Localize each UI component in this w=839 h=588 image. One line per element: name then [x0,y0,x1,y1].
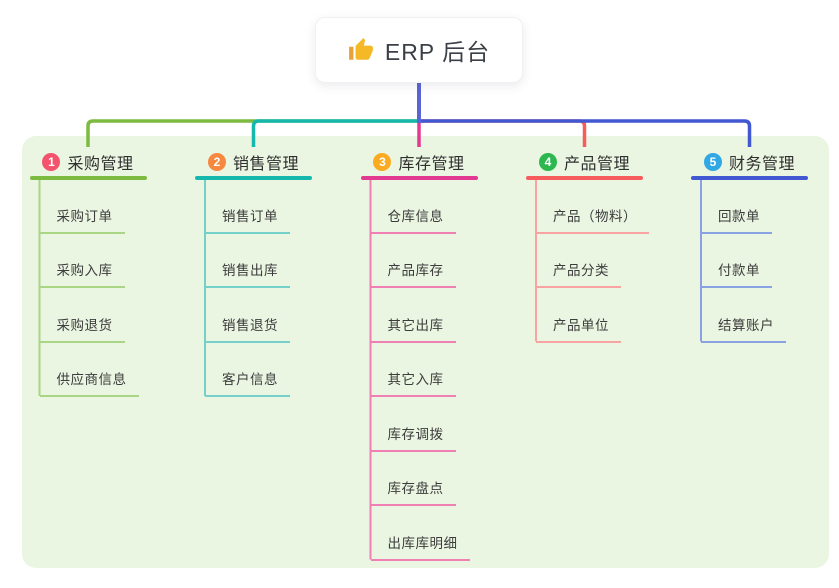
child-node-label: 销售退货 [222,317,278,333]
branch-title-3[interactable]: 4 产品管理 [526,150,643,174]
branch-title-underline [29,176,147,180]
child-node-label: 销售出库 [222,263,278,278]
child-node[interactable]: 产品（物料） [536,201,649,234]
branch-number-badge: 2 [207,153,226,171]
child-node-label: 库存调拨 [387,426,444,442]
child-node-label: 回款单 [718,208,760,224]
child-node[interactable]: 销售出库 [205,255,290,288]
child-node[interactable]: 仓库信息 [370,201,456,234]
child-node-label: 采购订单 [56,208,113,224]
child-node-label: 仓库信息 [387,208,444,224]
branch-title-2[interactable]: 3 库存管理 [361,150,478,174]
child-node-label: 结算账户 [718,317,774,333]
child-node-label: 销售订单 [222,208,278,224]
child-node-label: 产品库存 [387,263,444,278]
child-node[interactable]: 销售订单 [205,201,290,234]
child-node[interactable]: 采购订单 [39,201,125,234]
branch-number-badge: 4 [538,153,557,171]
child-node[interactable]: 产品库存 [370,255,456,288]
child-node-label: 产品分类 [553,263,609,278]
branch-title-label: 库存管理 [398,156,465,173]
child-node[interactable]: 库存盘点 [370,473,456,506]
child-node[interactable]: 其它出库 [370,310,456,343]
child-node-label: 出库库明细 [387,535,458,551]
branch-title-underline [526,176,643,180]
child-node[interactable]: 产品分类 [536,255,621,288]
branches-panel [22,136,829,568]
child-node[interactable]: 采购退货 [39,310,125,343]
child-node[interactable]: 库存调拨 [370,419,456,452]
branch-title-underline [360,176,478,180]
child-node-label: 产品单位 [553,317,609,333]
child-node-label: 产品（物料） [553,208,637,224]
branch-title-label: 销售管理 [232,156,299,173]
child-node[interactable]: 结算账户 [701,310,786,343]
root-node-label: ERP 后台 [384,39,491,65]
child-node[interactable]: 其它入库 [370,364,456,397]
branch-number-badge: 5 [703,153,722,171]
child-node[interactable]: 供应商信息 [39,364,139,397]
child-node-label: 供应商信息 [56,372,127,387]
child-node[interactable]: 销售退货 [205,310,290,343]
child-node-label: 其它入库 [387,372,444,387]
child-node-label: 采购退货 [56,317,113,333]
child-node[interactable]: 出库库明细 [370,528,470,561]
branch-title-4[interactable]: 5 财务管理 [691,150,808,174]
branch-title-underline [195,176,312,180]
child-node[interactable]: 客户信息 [205,364,290,397]
branch-title-label: 产品管理 [563,156,630,173]
child-node[interactable]: 采购入库 [39,255,125,288]
child-node[interactable]: 产品单位 [536,310,621,343]
branch-title-underline [691,176,808,180]
thumbs-up-icon [348,38,373,60]
root-node[interactable]: ERP 后台 [315,17,523,83]
branch-title-0[interactable]: 1 采购管理 [30,150,147,174]
branch-number-badge: 3 [373,153,392,171]
branch-title-1[interactable]: 2 销售管理 [195,150,312,174]
child-node-label: 采购入库 [56,263,113,278]
branch-number-badge: 1 [42,153,61,171]
child-node[interactable]: 回款单 [701,201,772,234]
child-node-label: 其它出库 [387,317,444,333]
branch-title-label: 财务管理 [728,156,795,173]
child-node-label: 客户信息 [222,372,278,387]
branch-title-label: 采购管理 [67,156,134,173]
child-node[interactable]: 付款单 [701,255,772,288]
child-node-label: 付款单 [718,263,760,278]
child-node-label: 库存盘点 [387,481,444,496]
